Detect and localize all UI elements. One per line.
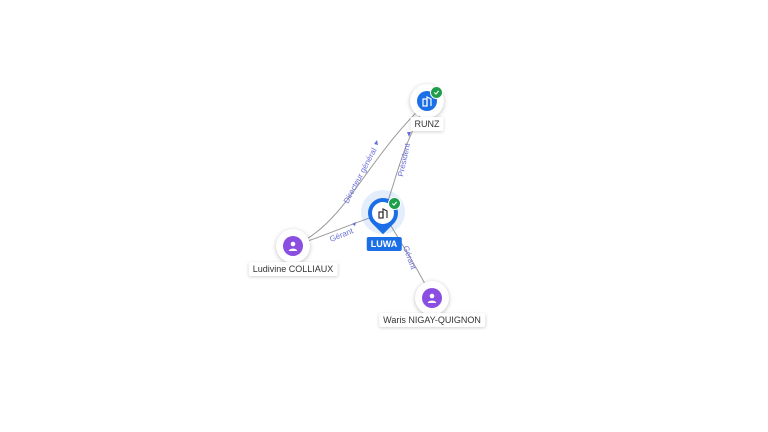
edge-label-gerant-waris: Gérant <box>401 245 418 272</box>
node-runz-label[interactable]: RUNZ <box>410 117 444 131</box>
arrow-marker <box>374 140 378 145</box>
edge-label-president: Président <box>396 142 412 178</box>
verified-check-icon <box>430 86 443 99</box>
person-icon <box>283 236 303 256</box>
arrow-marker <box>352 222 356 226</box>
node-waris-circle[interactable] <box>415 281 449 315</box>
arrow-marker <box>407 132 411 137</box>
person-icon <box>422 288 442 308</box>
edge-ludivine-runz <box>292 101 428 247</box>
verified-check-icon <box>388 197 401 210</box>
node-ludivine-label[interactable]: Ludivine COLLIAUX <box>248 262 338 276</box>
node-luwa-label[interactable]: LUWA <box>366 237 402 251</box>
node-waris-label[interactable]: Waris NIGAY-QUIGNON <box>379 313 485 327</box>
node-ludivine-circle[interactable] <box>276 229 310 263</box>
